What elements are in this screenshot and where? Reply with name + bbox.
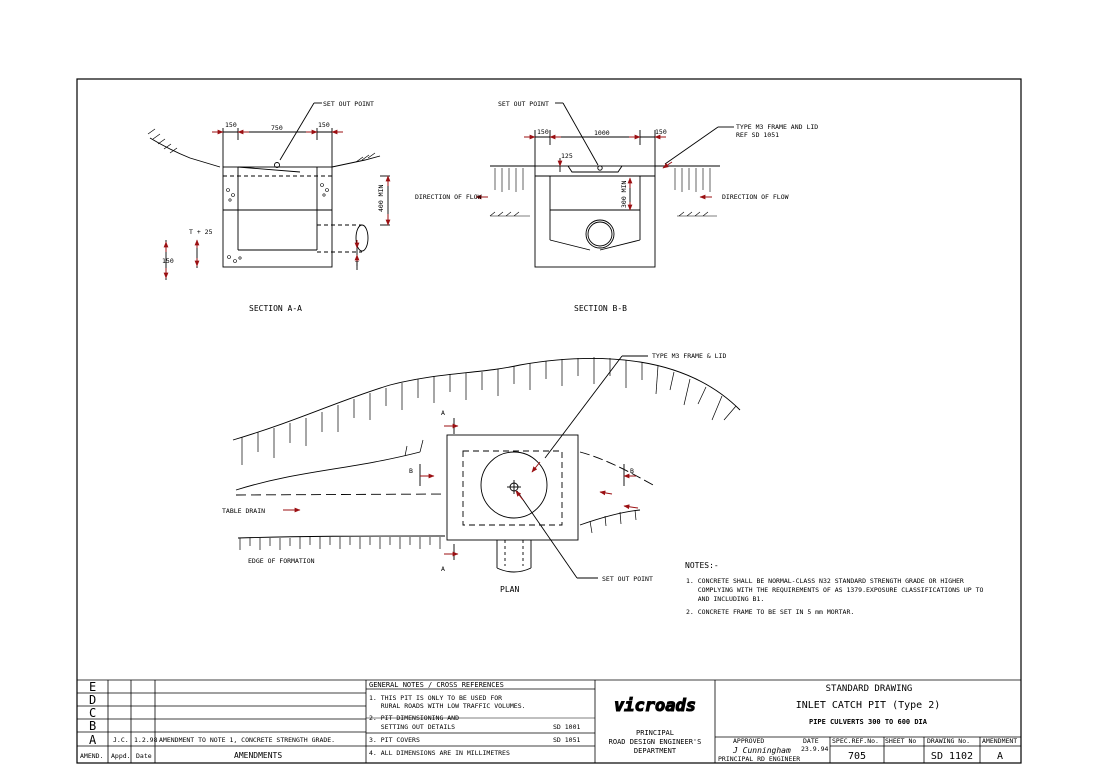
section-b-dim-125: 125 [561, 152, 573, 160]
section-b-flow-right: DIRECTION OF FLOW [722, 193, 789, 201]
section-a-dim-400-min: 400 MIN [377, 185, 385, 212]
standard-drawing-label: STANDARD DRAWING [826, 684, 913, 694]
logo-dept-line-1: PRINCIPAL [636, 729, 674, 737]
section-b-b-title: SECTION B-B [574, 304, 627, 313]
general-notes-heading: GENERAL NOTES / CROSS REFERENCES [369, 681, 504, 689]
drawing-title: INLET CATCH PIT (Type 2) [796, 700, 941, 711]
approved-date: 23.9.94 [801, 745, 828, 753]
general-note-line-5: 3. PIT COVERS [369, 736, 420, 744]
section-a-a-arrows [163, 129, 391, 279]
sheet-border [76, 78, 1022, 764]
plan-set-out-point-label: SET OUT POINT [602, 575, 653, 583]
general-note-line-6: 4. ALL DIMENSIONS ARE IN MILLIMETRES [369, 749, 510, 757]
section-a-set-out-point-label: SET OUT POINT [323, 100, 374, 108]
drawing-no-value: SD 1102 [931, 751, 973, 762]
section-a-a-title: SECTION A-A [249, 304, 302, 313]
section-a-a [147, 102, 390, 280]
plan-marker-b-left: B [409, 467, 413, 475]
vicroads-logo: vicroads [614, 696, 696, 716]
general-note-line-4: SETTING OUT DETAILS [369, 723, 455, 731]
section-b-dim-150-right: 150 [655, 128, 667, 136]
amend-footer-appd: Appd. [111, 752, 131, 760]
date-label: DATE [803, 737, 819, 745]
plan-view [232, 355, 741, 579]
note-line-4: 2. CONCRETE FRAME TO BE SET IN 5 mm MORT… [686, 608, 854, 616]
logo-dept-line-2: ROAD DESIGN ENGINEER'S [609, 738, 702, 746]
amend-a-date: 1.2.98 [134, 736, 158, 744]
section-a-dim-150-right: 150 [318, 121, 330, 129]
amend-letter-b: B [89, 719, 96, 733]
general-note-line-3: 2. PIT DIMENSIONING AND [369, 714, 459, 722]
plan-batter-ticks [239, 357, 737, 550]
amend-letter-c: C [89, 706, 96, 720]
amend-footer-title: AMENDMENTS [234, 751, 282, 760]
section-b-set-out-point-label: SET OUT POINT [498, 100, 549, 108]
amend-a-initials: J.C. [113, 736, 129, 744]
amend-letter-e: E [89, 680, 96, 694]
note-line-2: COMPLYING WITH THE REQUIREMENTS OF AS 13… [686, 586, 983, 594]
notes-block: NOTES:- 1. CONCRETE SHALL BE NORMAL-CLAS… [685, 561, 983, 616]
amend-letter-d: D [89, 693, 96, 707]
amend-letter-a: A [89, 733, 97, 747]
general-note-line-2: RURAL ROADS WITH LOW TRAFFIC VOLUMES. [369, 702, 526, 710]
general-note-line-1: 1. THIS PIT IS ONLY TO BE USED FOR [369, 694, 502, 702]
section-b-dim-150-left: 150 [537, 128, 549, 136]
section-a-dim-t-plus-25: T + 25 [189, 228, 213, 236]
spec-ref-value: 705 [848, 751, 866, 762]
plan-frame-label: TYPE M3 FRAME & LID [652, 352, 726, 360]
plan-marker-b-right: B [630, 467, 634, 475]
section-a-dim-150-bottom: 150 [162, 257, 174, 265]
section-a-dim-150-left: 150 [225, 121, 237, 129]
amend-footer-amend: AMEND. [80, 752, 103, 760]
plan-title: PLAN [500, 585, 519, 594]
section-b-dim-300-min: 300 MIN [620, 181, 628, 208]
approver-role: PRINCIPAL RD ENGINEER [718, 755, 800, 763]
amendment-label: AMENDMENT [982, 737, 1017, 745]
title-block-grid [77, 679, 1021, 763]
logo-dept-line-3: DEPARTMENT [634, 747, 677, 755]
section-b-b [489, 102, 734, 268]
amendment-value: A [997, 751, 1003, 762]
drawing-no-label: DRAWING No. [927, 737, 970, 745]
amend-a-text: AMENDMENT TO NOTE 1, CONCRETE STRENGTH G… [159, 736, 335, 744]
plan-marker-a-top: A [441, 409, 445, 417]
spec-ref-label: SPEC.REF.No. [832, 737, 879, 745]
plan-table-drain-label: TABLE DRAIN [222, 507, 265, 515]
approver-signature: J Cunningham [732, 746, 791, 755]
section-a-dim-750: 750 [271, 124, 283, 132]
plan-arrows [283, 423, 639, 557]
plan-marker-a-bottom: A [441, 565, 445, 573]
section-b-b-arrows [475, 134, 712, 211]
section-b-dim-1000: 1000 [594, 129, 610, 137]
plan-edge-of-formation-label: EDGE OF FORMATION [248, 557, 315, 565]
general-note-ref-2: SD 1051 [553, 736, 580, 744]
note-line-1: 1. CONCRETE SHALL BE NORMAL-CLASS N32 ST… [686, 577, 964, 585]
section-b-frame-label-1: TYPE M3 FRAME AND LID [736, 123, 818, 131]
drawing-subtitle: PIPE CULVERTS 300 TO 600 DIA [809, 718, 928, 726]
amend-footer-date: Date [136, 752, 152, 760]
notes-heading: NOTES:- [685, 561, 719, 570]
sheet-no-label: SHEET No [885, 737, 916, 745]
general-note-ref-1: SD 1001 [553, 723, 580, 731]
approved-label: APPROVED [733, 737, 764, 745]
section-b-frame-label-2: REF SD 1051 [736, 131, 779, 139]
section-a-dim-t: T [355, 260, 359, 268]
section-b-flow-left: DIRECTION OF FLOW [415, 193, 482, 201]
note-line-3: AND INCLUDING B1. [686, 595, 764, 603]
